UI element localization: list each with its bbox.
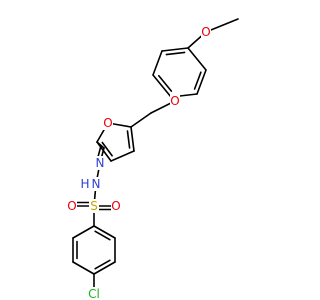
atom-background-n_amine [91,177,101,191]
atom-label-o_furan: O [103,116,112,130]
atom-background-o_ether [170,94,180,108]
bond-ring1-fa [161,47,189,52]
bond-furan-cd [96,141,112,162]
bond-furan-methine [96,141,105,149]
atom-label-h_amine: H [80,177,89,191]
bond-ring1-de-second [157,74,173,92]
bond-ring1-fa-second [165,51,186,56]
bond-ring2-cd [93,261,116,275]
bond-furan-bc [110,150,135,162]
atom-background-o_furan [103,116,113,130]
atom-background-h_amine [80,177,90,191]
atom-label-n_amine: N [92,177,101,191]
bond-furan-ab [130,126,135,152]
atom-label-s_sulfonyl: S [90,199,98,213]
atom-background-o_sulfonyl_right [111,199,121,213]
bond-methyl-oxygen [205,18,239,33]
atom-label-n_imine: N [96,156,105,170]
bond-ring2-fa [72,225,95,239]
atom-label-cl: Cl [88,287,100,300]
atom-background-o_methoxy [201,25,211,39]
atom-background-s_sulfonyl [89,199,99,213]
atom-label-o_sulfonyl_left: O [67,199,76,213]
atom-label-o_methoxy: O [201,25,210,39]
bond-ring1-bc-second [193,71,202,90]
atom-background-cl [86,287,102,300]
bond-ring2-ab [93,225,116,239]
atom-background-o_sulfonyl_left [67,199,77,213]
bond-ring1-ef [152,50,163,76]
bond-ring1-bc [196,69,207,95]
bond-ring1-ab [187,47,207,71]
bond-ring2-cd-second [94,259,111,270]
bond-furan-ab-second [126,130,131,149]
bond-furan-cd-second [101,141,113,157]
atom-label-o_ether: O [170,94,179,108]
bond-ring2-de [72,261,95,275]
atom-label-o_sulfonyl_right: O [111,199,120,213]
atom-background-n_imine [95,156,105,170]
bond-methylene-furan [130,112,152,128]
bond-ring1-de [152,74,172,98]
bond-ring2-ab-second [94,230,111,241]
